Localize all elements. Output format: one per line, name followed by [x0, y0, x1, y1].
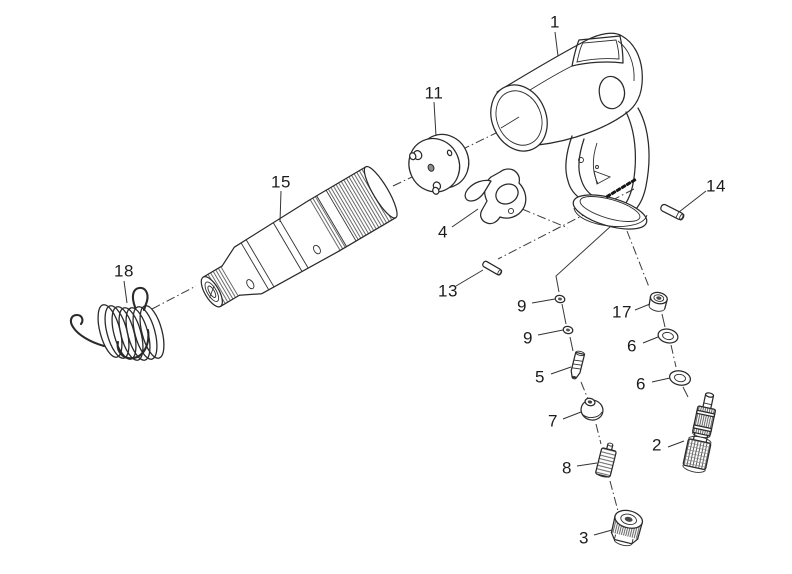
callout-label-4: 4 [438, 222, 448, 242]
callout-label-9b: 9 [523, 328, 533, 348]
callout-label-18: 18 [114, 261, 134, 281]
callout-label-1: 1 [550, 12, 560, 32]
callout-label-9a: 9 [517, 296, 527, 316]
callout-label-13: 13 [438, 281, 458, 301]
part-9-washer-a-drawing [554, 294, 566, 304]
callout-label-8: 8 [562, 458, 572, 478]
part-3-inlet-bushing-drawing [610, 509, 644, 547]
part-4-trigger-drawing [464, 168, 527, 225]
callout-label-2: 2 [652, 435, 662, 455]
part-8-threaded-plug-drawing [595, 442, 617, 478]
part-9-washer-b-drawing [562, 325, 574, 335]
assembly-axis-lines [151, 132, 677, 512]
part-2-air-regulator-drawing [682, 392, 717, 473]
callout-label-5: 5 [535, 367, 545, 387]
callout-label-15: 15 [271, 172, 291, 192]
part-17-bushing-drawing [648, 291, 668, 312]
connector-lines [555, 205, 689, 398]
callout-label-14: 14 [706, 176, 726, 196]
handle-logo-marks [605, 178, 637, 199]
callout-leader-lines [123, 31, 707, 536]
callout-label-7: 7 [548, 411, 558, 431]
callout-label-6b: 6 [636, 374, 646, 394]
part-6-o-ring-a-drawing [657, 328, 679, 344]
callout-label-11: 11 [424, 83, 444, 103]
part-13-pin-drawing [482, 260, 503, 276]
part-7-valve-knob-drawing [580, 397, 604, 421]
part-18-retainer-spring-drawing [69, 286, 165, 361]
part-1-housing-drawing [490, 32, 650, 230]
part-14-pin-drawing [660, 203, 685, 221]
part-6-o-ring-b-drawing [669, 370, 691, 386]
callout-label-17: 17 [612, 302, 632, 322]
callout-label-3: 3 [579, 528, 589, 548]
part-11-valve-plate-drawing [408, 133, 470, 195]
part-15-barrel-drawing [200, 165, 398, 308]
part-5-valve-pin-drawing [570, 350, 586, 380]
callout-label-6a: 6 [627, 336, 637, 356]
